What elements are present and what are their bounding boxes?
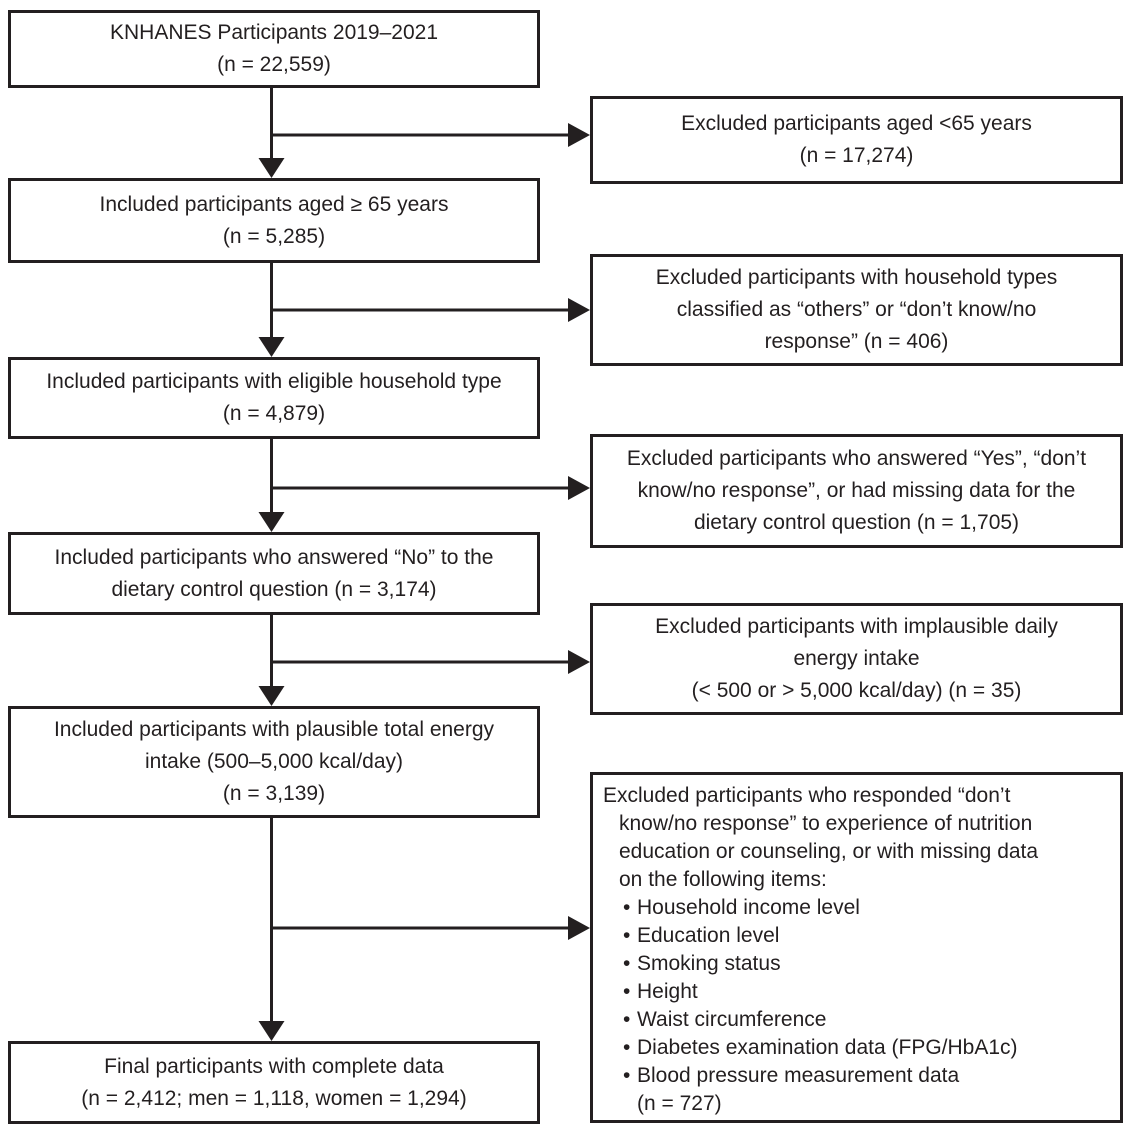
arrow-down-4 <box>258 615 285 706</box>
box-text-line: Excluded participants with household typ… <box>655 266 1058 289</box>
box-excluded-age: Excluded participants aged <65 years (n … <box>590 96 1123 184</box>
box-text-line: education or counseling, or with missing… <box>619 840 1039 863</box>
box-excluded-dietary-control: Excluded participants who answered “Yes”… <box>590 434 1123 548</box>
box-excluded-missing-data: Excluded participants who responded “don… <box>590 772 1123 1123</box>
arrow-down-3 <box>258 439 285 532</box>
bullet-icon: • <box>623 924 631 947</box>
arrow-right-4 <box>271 650 590 674</box>
box-text-line: classified as “others” or “don’t know/no <box>676 298 1037 321</box>
box-text-line: energy intake <box>793 647 920 670</box>
bullet-text: Diabetes examination data (FPG/HbA1c) <box>637 1036 1018 1059</box>
box-text-line: Included participants aged ≥ 65 years <box>99 192 449 216</box>
bullet-icon: • <box>623 1008 631 1031</box>
bullet-text: Height <box>637 980 698 1003</box>
box-text-line: on the following items: <box>619 868 827 891</box>
bullet-icon: • <box>623 1064 631 1087</box>
box-text-line: intake (500–5,000 kcal/day) <box>145 750 403 773</box>
bullet-icon: • <box>623 1036 631 1059</box>
arrow-right-2 <box>271 298 590 322</box>
bullet-item: • Smoking status <box>603 950 1112 978</box>
box-text-line: (n = 727) <box>637 1092 722 1115</box>
box-text-line: (n = 2,412; men = 1,118, women = 1,294) <box>81 1086 467 1110</box>
bullet-text: Waist circumference <box>637 1008 827 1031</box>
box-included-energy-intake: Included participants with plausible tot… <box>8 706 540 818</box>
box-text-line: Included participants with plausible tot… <box>53 718 495 741</box>
box-text-line: (n = 4,879) <box>222 402 326 425</box>
bullet-text: Education level <box>637 924 780 947</box>
box-text-line: dietary control question (n = 1,705) <box>693 511 1020 534</box>
bullet-icon: • <box>623 980 631 1003</box>
box-text-line: (n = 5,285) <box>222 224 326 248</box>
box-text-line: dietary control question (n = 3,174) <box>111 577 437 601</box>
bullet-item: • Diabetes examination data (FPG/HbA1c) <box>603 1034 1112 1062</box>
box-final-participants: Final participants with complete data (n… <box>8 1041 540 1124</box>
box-text-line: Included participants with eligible hous… <box>46 370 502 393</box>
box-included-aged-65: Included participants aged ≥ 65 years (n… <box>8 178 540 263</box>
arrow-right-1 <box>271 123 590 147</box>
box-text-line: Excluded participants with implausible d… <box>655 615 1058 638</box>
arrow-right-3 <box>271 476 590 500</box>
box-text-line: know/no response” to experience of nutri… <box>619 812 1033 835</box>
box-text-line: KNHANES Participants 2019–2021 <box>109 21 439 44</box>
bullet-icon: • <box>623 896 631 919</box>
box-text-line: (< 500 or > 5,000 kcal/day) (n = 35) <box>691 679 1022 702</box>
arrow-down-1 <box>258 88 285 178</box>
box-text-line: Included participants who answered “No” … <box>54 545 494 569</box>
box-included-dietary-control: Included participants who answered “No” … <box>8 532 540 615</box>
bullet-item: • Waist circumference <box>603 1006 1112 1034</box>
bullet-text: Blood pressure measurement data <box>637 1064 960 1087</box>
box-text-line: (n = 3,139) <box>222 782 326 805</box>
box-text-line: Excluded participants who answered “Yes”… <box>626 447 1087 470</box>
box-text-line: (n = 17,274) <box>799 144 914 167</box>
arrow-down-5 <box>258 818 285 1041</box>
bullet-item: • Education level <box>603 922 1112 950</box>
box-included-household-type: Included participants with eligible hous… <box>8 357 540 439</box>
box-text-line: response” (n = 406) <box>764 330 949 353</box>
box-excluded-energy-intake: Excluded participants with implausible d… <box>590 603 1123 715</box>
box-knhanes-participants: KNHANES Participants 2019–2021 (n = 22,5… <box>8 10 540 88</box>
box-text-line: Excluded participants aged <65 years <box>681 112 1032 135</box>
box-text-line: Final participants with complete data <box>104 1054 444 1078</box>
box-excluded-household-type: Excluded participants with household typ… <box>590 254 1123 366</box>
bullet-item: • Household income level <box>603 894 1112 922</box>
bullet-item: • Blood pressure measurement data <box>603 1062 1112 1090</box>
box-text-line: know/no response”, or had missing data f… <box>637 479 1076 502</box>
bullet-text: Smoking status <box>637 952 781 975</box>
bullet-text: Household income level <box>637 896 860 919</box>
box-text-line: Excluded participants who responded “don… <box>603 784 1011 807</box>
bullet-item: • Height <box>603 978 1112 1006</box>
box-text-line: (n = 22,559) <box>217 53 331 76</box>
bullet-icon: • <box>623 952 631 975</box>
arrow-down-2 <box>258 263 285 357</box>
arrow-right-5 <box>271 916 590 940</box>
